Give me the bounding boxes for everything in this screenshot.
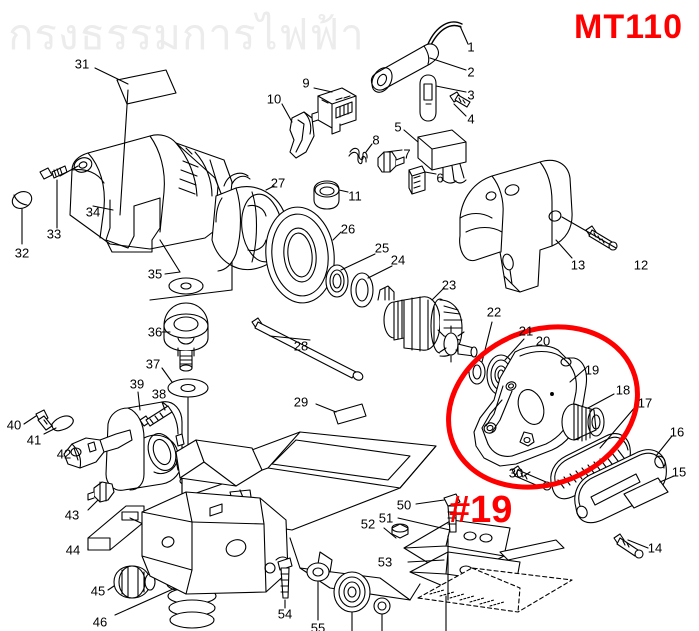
callout-number-30: 30 [508, 465, 524, 481]
callout-number-36: 36 [147, 324, 163, 340]
callout-number-17: 17 [637, 395, 653, 411]
callout-number-12: 12 [633, 257, 649, 273]
callout-number-9: 9 [302, 75, 310, 91]
callout-number-51: 51 [378, 510, 394, 526]
callout-number-5: 5 [394, 119, 402, 135]
callout-number-33: 33 [46, 226, 62, 242]
callout-number-54: 54 [277, 606, 293, 622]
callout-number-37: 37 [145, 356, 161, 372]
callout-number-45: 45 [90, 583, 106, 599]
callout-number-6: 6 [436, 170, 444, 186]
callout-number-8: 8 [372, 132, 380, 148]
callout-number-22: 22 [486, 304, 502, 320]
callout-number-31: 31 [74, 56, 90, 72]
callout-number-18: 18 [615, 382, 631, 398]
callout-number-42: 42 [56, 446, 72, 462]
callout-number-38: 38 [151, 386, 167, 402]
callout-number-13: 13 [570, 257, 586, 273]
callout-number-24: 24 [390, 252, 406, 268]
callout-number-39: 39 [129, 376, 145, 392]
callout-number-46: 46 [92, 614, 108, 630]
callout-number-28: 28 [293, 338, 309, 354]
callout-number-16: 16 [669, 424, 685, 440]
callout-number-44: 44 [65, 542, 81, 558]
callout-number-52: 52 [360, 516, 376, 532]
callout-number-26: 26 [340, 221, 356, 237]
callout-number-14: 14 [647, 540, 663, 556]
callout-number-43: 43 [64, 507, 80, 523]
callout-number-29: 29 [293, 394, 309, 410]
callout-number-20: 20 [535, 333, 551, 349]
callout-number-2: 2 [467, 64, 475, 80]
callout-number-35: 35 [147, 266, 163, 282]
callout-number-15: 15 [671, 464, 687, 480]
callout-number-21: 21 [518, 323, 534, 339]
callout-number-27: 27 [270, 175, 286, 191]
callout-number-53: 53 [377, 554, 393, 570]
callout-number-19: 19 [584, 362, 600, 378]
callout-number-40: 40 [6, 417, 22, 433]
callout-number-3: 3 [467, 87, 475, 103]
callout-number-50: 50 [396, 497, 412, 513]
highlight-label: #19 [449, 489, 513, 531]
callout-number-4: 4 [467, 111, 475, 127]
callout-number-10: 10 [266, 91, 282, 107]
callout-number-1: 1 [467, 39, 475, 55]
page-title: MT110 [574, 8, 683, 46]
callout-number-41: 41 [26, 432, 42, 448]
callout-number-25: 25 [374, 240, 390, 256]
callout-number-7: 7 [403, 146, 411, 162]
callout-number-32: 32 [14, 245, 30, 261]
callout-number-34: 34 [85, 204, 101, 220]
callout-number-23: 23 [441, 277, 457, 293]
callout-number-55: 55 [310, 620, 326, 631]
callout-number-11: 11 [348, 188, 362, 204]
